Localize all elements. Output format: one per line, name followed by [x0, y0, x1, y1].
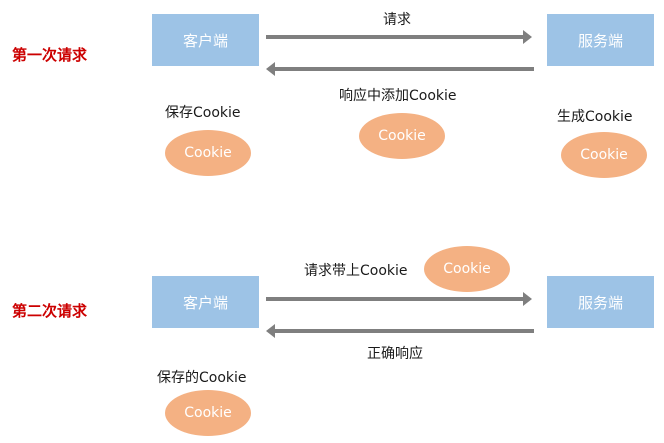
- request-label-second: 请求带上Cookie: [304, 263, 408, 279]
- cookie-request-second: Cookie: [424, 246, 510, 292]
- server-box-first: 服务端: [547, 14, 654, 66]
- request-arrow-second: [266, 292, 532, 306]
- request-label-first: 请求: [383, 12, 411, 28]
- cookie-client-second: Cookie: [165, 390, 251, 436]
- second-request-label: 第二次请求: [12, 302, 88, 320]
- client-note-first: 保存Cookie: [165, 105, 241, 121]
- response-arrow-first: [266, 62, 534, 76]
- response-arrow-second: [266, 324, 534, 338]
- server-box-second: 服务端: [547, 276, 654, 328]
- cookie-response-first: Cookie: [359, 113, 445, 159]
- client-note-second: 保存的Cookie: [157, 370, 247, 386]
- client-box-first: 客户端: [152, 14, 259, 66]
- cookie-server-first: Cookie: [561, 132, 647, 178]
- first-request-label: 第一次请求: [12, 46, 88, 64]
- cookie-client-first: Cookie: [165, 130, 251, 176]
- response-label-second: 正确响应: [367, 346, 423, 362]
- client-box-second: 客户端: [152, 276, 259, 328]
- request-arrow-first: [266, 30, 532, 44]
- server-note-first: 生成Cookie: [557, 109, 633, 125]
- response-label-first: 响应中添加Cookie: [339, 88, 457, 104]
